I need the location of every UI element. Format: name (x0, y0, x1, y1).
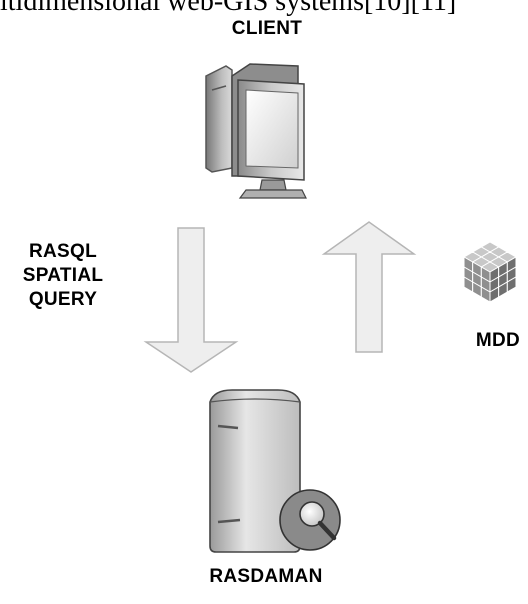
desktop-computer-icon (205, 63, 307, 199)
query-label-line1: RASQL (29, 241, 97, 262)
mdd-label: MDD (475, 330, 521, 351)
server-label: RASDAMAN (209, 566, 323, 587)
result-arrow-up (321, 221, 417, 353)
query-arrow-down (143, 227, 239, 373)
query-label: RASQL SPATIAL QUERY (8, 240, 118, 312)
client-label: CLIENT (231, 18, 303, 39)
database-server-search-icon (209, 389, 341, 553)
header-text-fragment: ltidimensional web-GIS systems[10][11] (0, 0, 457, 16)
data-cube-icon (463, 241, 517, 303)
query-label-line2: SPATIAL (22, 265, 104, 286)
query-label-line3: QUERY (28, 289, 98, 310)
